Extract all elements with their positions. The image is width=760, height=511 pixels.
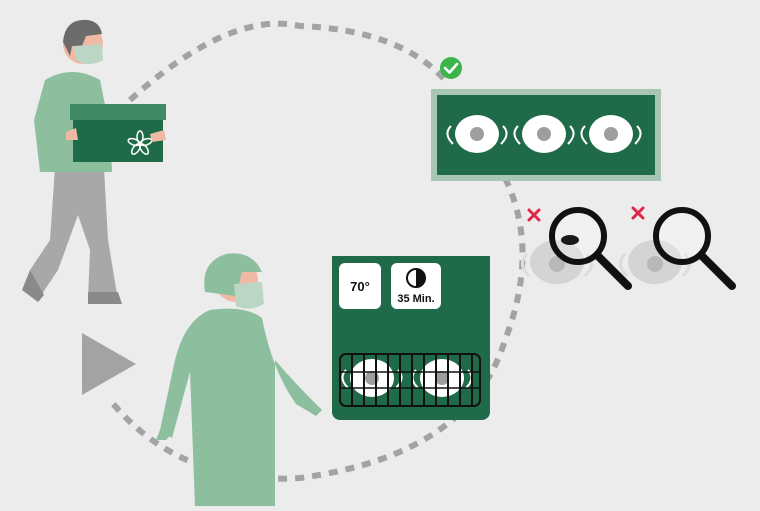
- check-circle-icon: [440, 57, 462, 79]
- green-storage-box: [66, 104, 166, 162]
- magnifying-glass-icon: [549, 207, 632, 290]
- clock-icon: [406, 268, 426, 288]
- x-mark-icon: [631, 206, 645, 220]
- approved-mask-tray: [431, 89, 661, 181]
- person-in-scrubs: [156, 253, 322, 506]
- play-triangle-icon: [82, 333, 136, 395]
- x-mark-icon: [527, 208, 541, 222]
- sterilizer-unit: 70° 35 Min.: [332, 256, 490, 420]
- timer-label: 35 Min.: [397, 293, 434, 305]
- mask-rack: [339, 353, 481, 407]
- temperature-label: 70°: [350, 279, 370, 294]
- magnifying-glass-icon: [653, 207, 736, 290]
